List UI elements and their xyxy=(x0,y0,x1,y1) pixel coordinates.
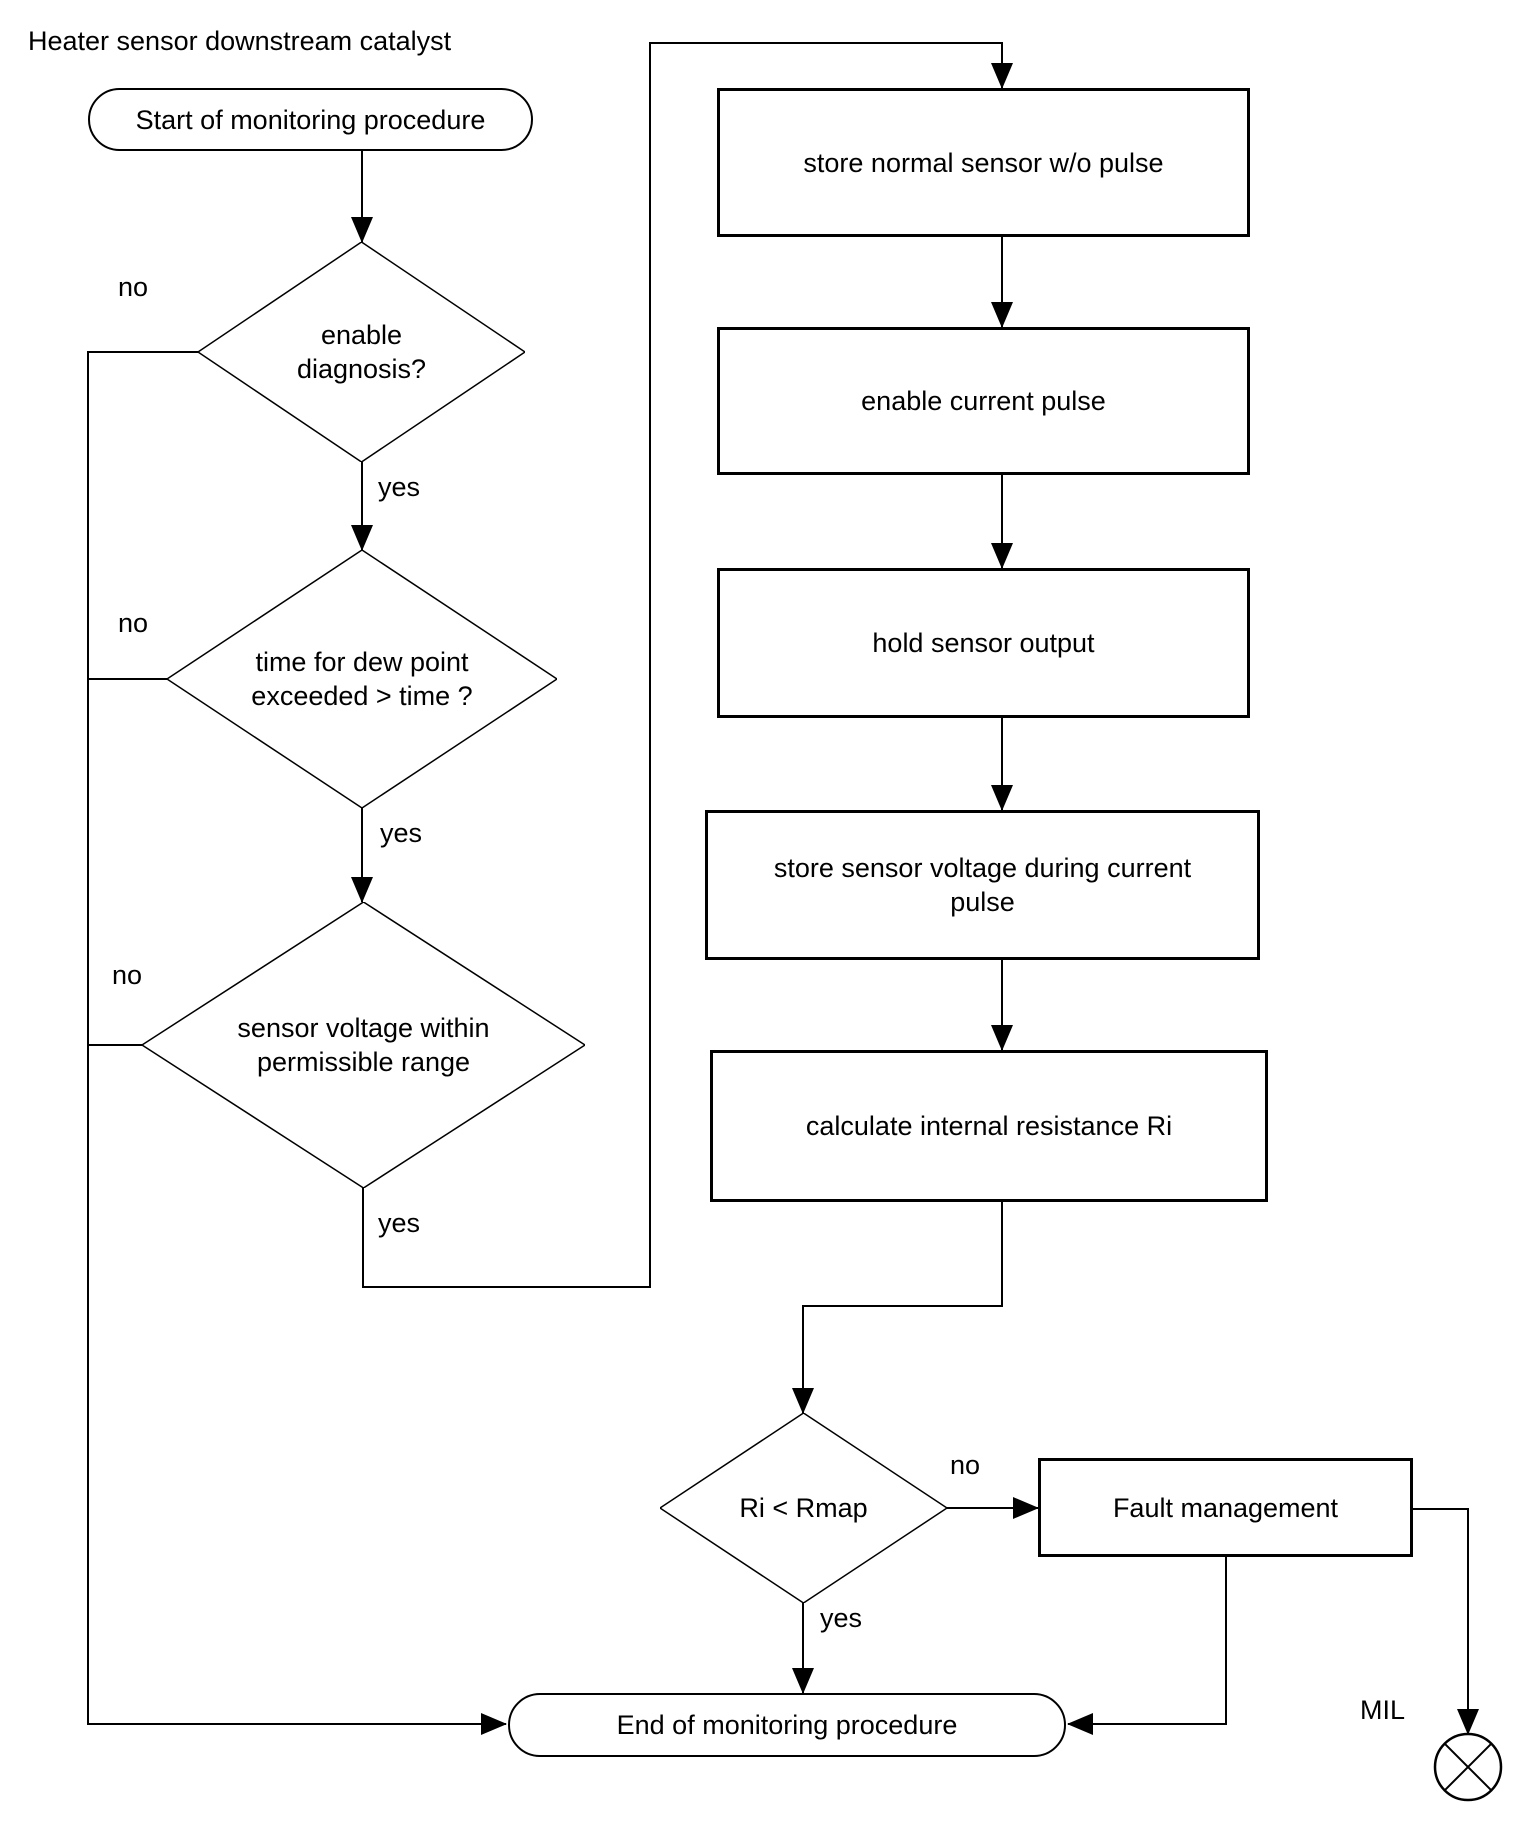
node-end-terminator: End of monitoring procedure xyxy=(508,1693,1066,1757)
diagram-title: Heater sensor downstream catalyst xyxy=(28,26,452,56)
node-decision-voltage-range: sensor voltage within permissible range xyxy=(142,902,585,1188)
diamond-shape xyxy=(142,902,585,1188)
decision-label: Ri < Rmap xyxy=(739,1493,868,1523)
diamond-shape xyxy=(198,242,525,462)
node-decision-enable-diagnosis: enable diagnosis? xyxy=(198,242,525,462)
connector-no-rail-to-end xyxy=(87,351,507,1735)
connector-fault-to-end xyxy=(1067,1557,1227,1735)
node-store-sensor-voltage: store sensor voltage during current puls… xyxy=(705,810,1260,960)
node-decision-dew-point-time: time for dew point exceeded > time ? xyxy=(167,550,557,808)
mil-label: MIL xyxy=(1360,1695,1406,1725)
node-store-normal-sensor: store normal sensor w/o pulse xyxy=(717,88,1250,237)
branch-label-enable-diagnosis-yes: yes xyxy=(378,472,421,502)
mil-lamp-icon xyxy=(1433,1732,1503,1802)
branch-label-dew-point-yes: yes xyxy=(380,818,423,848)
node-hold-sensor-output: hold sensor output xyxy=(717,568,1250,718)
diamond-shape xyxy=(660,1413,947,1603)
node-calculate-internal-resistance: calculate internal resistance Ri xyxy=(710,1050,1268,1202)
branch-label-resistance-no: no xyxy=(950,1450,981,1480)
decision-label: sensor voltage within permissible range xyxy=(237,1013,490,1077)
decision-label: enable diagnosis? xyxy=(296,320,427,384)
decision-label: time for dew point exceeded > time ? xyxy=(251,647,473,711)
branch-label-resistance-yes: yes xyxy=(820,1603,863,1633)
node-decision-resistance-check: Ri < Rmap xyxy=(660,1413,947,1603)
branch-label-dew-point-no: no xyxy=(118,608,149,638)
connector-voltage-yes-to-store-normal xyxy=(362,42,1013,1288)
branch-label-voltage-yes: yes xyxy=(378,1208,421,1238)
node-enable-current-pulse: enable current pulse xyxy=(717,327,1250,475)
connector-fault-to-mil xyxy=(1413,1508,1479,1735)
branch-label-voltage-no: no xyxy=(112,960,143,990)
node-start-terminator: Start of monitoring procedure xyxy=(88,88,533,151)
node-fault-management: Fault management xyxy=(1038,1458,1413,1557)
branch-label-enable-diagnosis-no: no xyxy=(118,272,149,302)
connector-calc-resistance-to-check xyxy=(792,1202,1003,1414)
diamond-shape xyxy=(167,550,557,808)
